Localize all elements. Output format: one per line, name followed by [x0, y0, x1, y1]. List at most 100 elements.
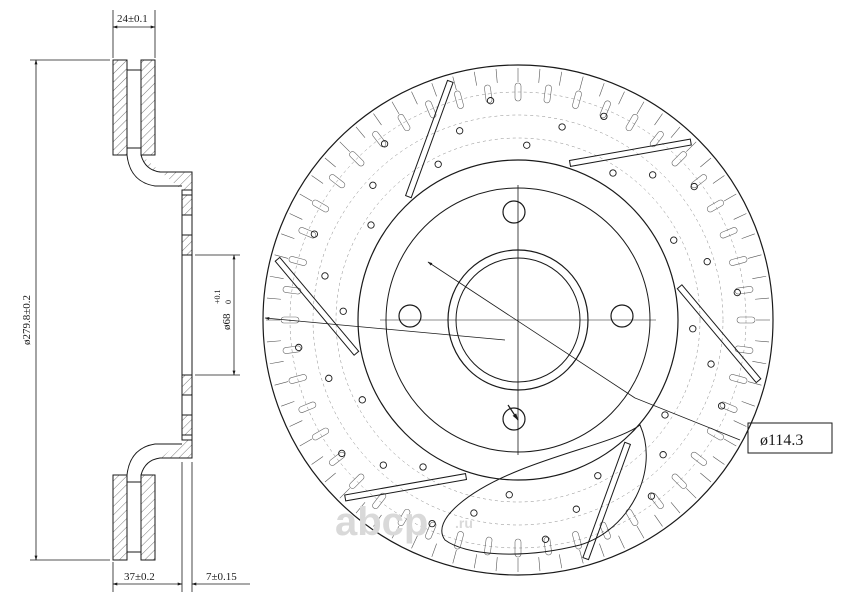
drilled-hole	[358, 396, 366, 404]
leader-callout	[634, 397, 741, 441]
radial-tick	[686, 488, 697, 499]
upper-left-plate	[112, 59, 128, 156]
radial-tick	[599, 543, 605, 557]
slot-groove	[676, 284, 762, 384]
drilled-hole	[339, 307, 347, 315]
leader-outer	[264, 316, 506, 341]
drilled-hole	[689, 325, 697, 333]
radial-tick	[747, 254, 762, 259]
hub-flange-bottom	[181, 414, 193, 436]
radial-tick	[636, 525, 645, 539]
dim-width-label: 24±0.1	[117, 13, 148, 25]
bolt-hole	[502, 200, 526, 224]
radial-tick	[723, 438, 737, 447]
radial-tick	[281, 401, 295, 407]
radial-ticks	[266, 68, 770, 572]
slot-pocket	[288, 256, 307, 266]
radial-tick	[311, 456, 324, 465]
radial-tick	[411, 91, 418, 105]
slot-pocket	[484, 536, 493, 556]
hub-face	[181, 189, 193, 441]
drilled-hole	[486, 97, 495, 105]
drilled-hole	[295, 343, 303, 352]
slot-pocket	[425, 521, 437, 540]
radial-tick	[618, 535, 625, 549]
radial-tick	[274, 254, 289, 259]
slot-pocket	[719, 227, 738, 239]
wear-ring	[312, 114, 724, 526]
dim-outer-diameter	[30, 59, 110, 561]
radial-tick	[755, 340, 770, 343]
radial-tick	[452, 76, 457, 91]
slot-pockets	[280, 82, 756, 558]
side-section-view	[112, 59, 193, 561]
drilled-hole	[523, 141, 531, 149]
drilled-hole	[703, 258, 711, 266]
slot-pocket	[312, 427, 330, 441]
slot-pocket	[719, 401, 738, 413]
hat-upper	[140, 154, 193, 191]
radial-tick	[431, 83, 437, 97]
slot-groove	[568, 138, 692, 167]
slot-pocket	[329, 451, 346, 466]
hat-lower	[140, 439, 193, 476]
drilled-hole	[733, 288, 741, 297]
drilled-hole	[456, 127, 464, 135]
slot-pocket	[729, 256, 748, 266]
slot-pocket	[397, 114, 411, 132]
slot-pocket	[312, 199, 330, 213]
slot-pocket	[599, 100, 611, 119]
radial-tick	[373, 514, 382, 527]
radial-tick	[686, 141, 697, 152]
radial-tick	[741, 401, 755, 407]
drilled-hole	[338, 449, 346, 458]
slot-pocket	[706, 427, 724, 441]
radial-tick	[636, 101, 645, 115]
slot-pocket	[298, 227, 317, 239]
slot-pocket	[514, 82, 522, 102]
slot-pocket	[543, 536, 552, 556]
radial-tick	[452, 549, 457, 564]
radial-tick	[411, 535, 418, 549]
leader-bolt	[507, 404, 519, 421]
slot-pocket	[288, 374, 307, 384]
drilled-hole	[367, 221, 375, 229]
hub-hatch	[181, 374, 193, 396]
radial-tick	[712, 456, 725, 465]
radial-tick	[670, 126, 681, 138]
dim-outer-diameter-label: ø279.8±0.2	[21, 295, 33, 345]
bolt-hole	[398, 304, 422, 328]
radial-tick	[266, 297, 281, 300]
slot-pocket	[599, 521, 611, 540]
hat-upper-inner	[126, 154, 182, 187]
drilled-hole	[310, 230, 319, 238]
slot-pocket	[649, 492, 664, 509]
dim-hub-bore	[195, 254, 240, 376]
watermark-suffix: .ru	[455, 515, 473, 531]
slot-pocket	[736, 316, 756, 324]
radial-tick	[431, 543, 437, 557]
drilled-hole	[369, 181, 377, 189]
radial-tick	[599, 83, 605, 97]
slot-pocket	[671, 151, 687, 167]
drilled-hole	[647, 492, 656, 500]
drilled-hole	[707, 360, 715, 368]
lower-left-plate	[112, 474, 128, 561]
slot-pocket	[329, 174, 346, 189]
radial-tick	[559, 71, 563, 86]
slot-pocket	[690, 174, 707, 189]
radial-tick	[700, 472, 712, 483]
radial-tick	[299, 193, 313, 202]
drilled-hole	[661, 411, 669, 419]
radial-tick	[654, 113, 663, 126]
slot-pocket	[349, 473, 365, 489]
radial-tick	[324, 472, 336, 483]
radial-tick	[752, 275, 767, 279]
radial-tick	[299, 438, 313, 447]
drilled-hole	[594, 472, 602, 480]
dim-hat-label: 7±0.15	[206, 571, 237, 583]
hub-hatch	[181, 234, 193, 256]
drilled-hole	[505, 491, 513, 499]
hub-flange-top	[181, 194, 193, 216]
